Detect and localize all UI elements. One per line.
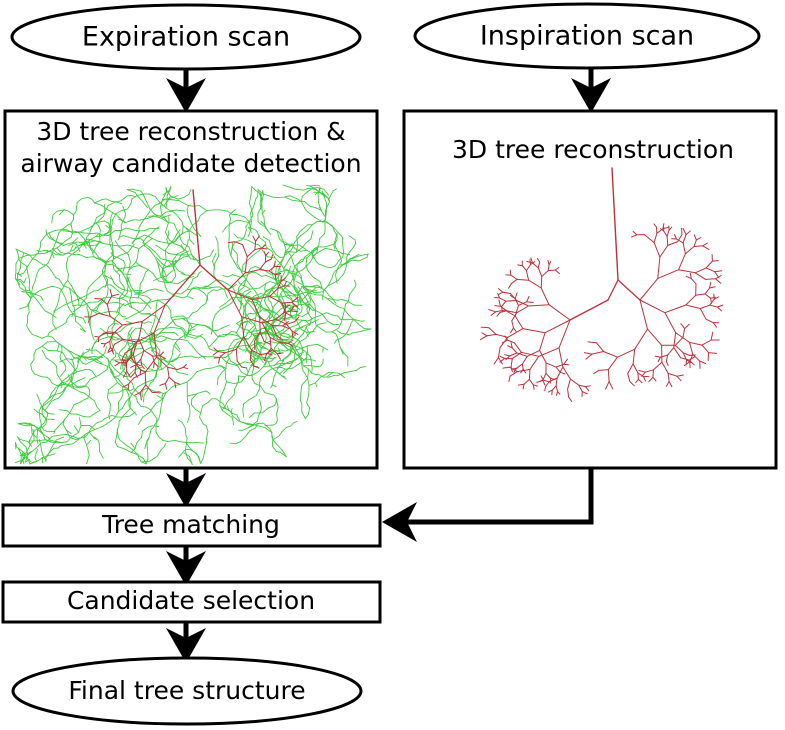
inspiration-airway-tree-image xyxy=(480,167,724,402)
expiration-scan-node xyxy=(10,3,362,71)
inspiration-scan-label: Inspiration scan xyxy=(480,21,694,52)
arrow-inspiration-to-matching xyxy=(382,468,594,542)
expiration-scan-label: Expiration scan xyxy=(82,22,290,53)
final-tree-structure-node xyxy=(11,656,363,726)
tree-matching-box xyxy=(1,503,382,548)
final-tree-structure-label: Final tree structure xyxy=(68,676,305,705)
expiration-reconstruction-title-line1: 3D tree reconstruction & xyxy=(36,117,345,146)
candidate-selection-label: Candidate selection xyxy=(67,586,315,615)
candidate-selection-box xyxy=(1,580,382,624)
tree-matching-label: Tree matching xyxy=(101,510,280,539)
inspiration-reconstruction-box xyxy=(402,109,778,470)
inspiration-scan-node xyxy=(413,2,761,70)
expiration-airway-tree-image xyxy=(14,184,372,465)
expiration-reconstruction-title-line2: airway candidate detection xyxy=(20,149,361,178)
inspiration-reconstruction-title: 3D tree reconstruction xyxy=(452,135,734,164)
